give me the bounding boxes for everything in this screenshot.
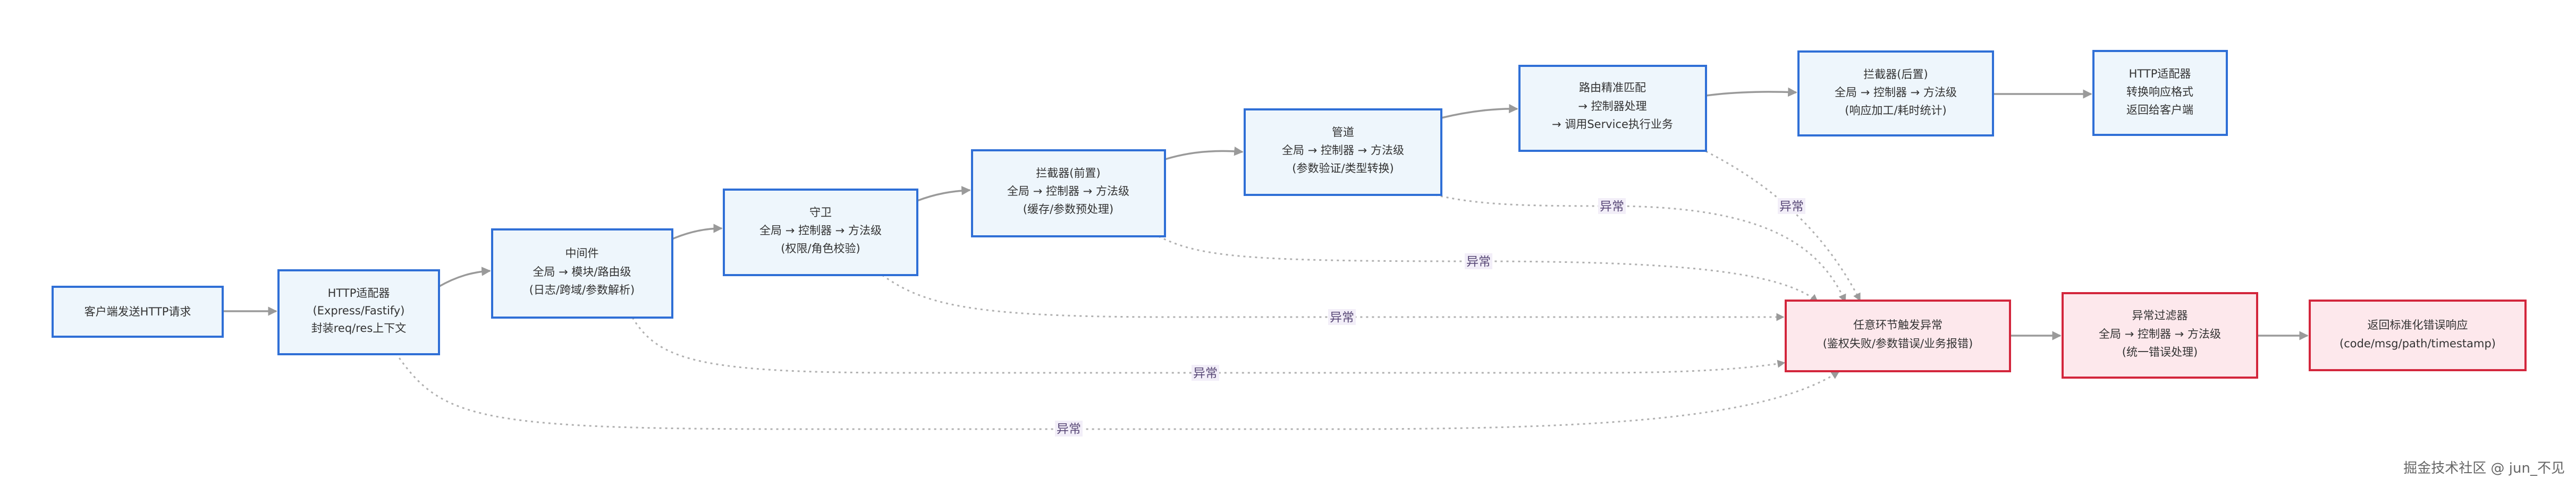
node-guard-line-3: (权限/角色校验) xyxy=(781,242,860,255)
node-interceptor-pre-line-2: 全局 → 控制器 → 方法级 xyxy=(1007,185,1129,198)
error-edge-middleware xyxy=(631,317,1786,374)
edge-pipe-router xyxy=(1441,104,1518,119)
node-http-adapter-out: HTTP适配器 转换响应格式 返回给客户端 xyxy=(2092,50,2228,136)
node-middleware: 中间件 全局 → 模块/路由级 (日志/跨域/参数解析) xyxy=(491,228,673,319)
edge-guard-interceptor xyxy=(917,186,971,202)
node-interceptor-pre-line-1: 拦截器(前置) xyxy=(1036,167,1100,180)
node-exception-line-1: 任意环节触发异常 xyxy=(1853,319,1942,331)
node-http-adapter-out-line-1: HTTP适配器 xyxy=(2129,67,2191,80)
node-error-response: 返回标准化错误响应 (code/msg/path/timestamp) xyxy=(2309,300,2527,371)
node-router-line-1: 路由精准匹配 xyxy=(1579,81,1646,94)
error-edge-router xyxy=(1700,148,1861,302)
node-middleware-line-3: (日志/跨域/参数解析) xyxy=(529,284,635,296)
watermark: 掘金技术社区 @ jun_不见 xyxy=(2403,460,2565,476)
node-pipe-line-2: 全局 → 控制器 → 方法级 xyxy=(1282,144,1404,157)
error-label-interceptor-pre: 异常 xyxy=(1465,253,1492,269)
node-exception-filter: 异常过滤器 全局 → 控制器 → 方法级 (统一错误处理) xyxy=(2062,292,2258,379)
error-label-text: 异常 xyxy=(1193,366,1218,380)
node-client-line-1: 客户端发送HTTP请求 xyxy=(85,305,191,318)
error-label-text: 异常 xyxy=(1057,422,1081,436)
node-error-response-line-1: 返回标准化错误响应 xyxy=(2368,319,2468,331)
node-pipe: 管道 全局 → 控制器 → 方法级 (参数验证/类型转换) xyxy=(1244,108,1442,196)
node-guard-line-1: 守卫 xyxy=(809,206,832,219)
node-router-line-2: → 控制器处理 xyxy=(1578,100,1646,113)
error-label-text: 异常 xyxy=(1330,311,1354,324)
node-error-response-line-2: (code/msg/path/timestamp) xyxy=(2339,337,2496,350)
error-edge-adapter-in xyxy=(395,353,1840,430)
node-http-adapter-out-line-2: 转换响应格式 xyxy=(2126,86,2193,98)
error-label-guard: 异常 xyxy=(1328,309,1356,325)
error-edge-pipe xyxy=(1434,194,1846,303)
edge-interceptor-pipe xyxy=(1164,146,1244,160)
error-label-text: 异常 xyxy=(1779,200,1804,213)
node-guard: 守卫 全局 → 控制器 → 方法级 (权限/角色校验) xyxy=(723,189,918,276)
edge-router-interceptor-post xyxy=(1705,87,1797,97)
node-interceptor-post-line-3: (响应加工/耗时统计) xyxy=(1845,104,1946,117)
node-interceptor-post-line-2: 全局 → 控制器 → 方法级 xyxy=(1835,86,1957,99)
node-http-adapter-in-line-2: (Express/Fastify) xyxy=(313,304,405,317)
node-client: 客户端发送HTTP请求 xyxy=(52,286,224,338)
node-pipe-line-3: (参数验证/类型转换) xyxy=(1292,162,1393,175)
error-label-pipe: 异常 xyxy=(1598,198,1626,214)
node-pipe-line-1: 管道 xyxy=(1332,126,1354,139)
node-interceptor-post-line-1: 拦截器(后置) xyxy=(1863,68,1928,81)
node-http-adapter-in-line-3: 封装req/res上下文 xyxy=(311,322,407,335)
node-exception-filter-line-1: 异常过滤器 xyxy=(2132,309,2188,322)
node-exception-filter-line-2: 全局 → 控制器 → 方法级 xyxy=(2099,328,2221,340)
error-label-router: 异常 xyxy=(1778,198,1805,214)
error-label-text: 异常 xyxy=(1600,200,1624,213)
error-label-adapter-in: 异常 xyxy=(1055,421,1083,437)
node-router-line-3: → 调用Service执行业务 xyxy=(1552,118,1673,131)
node-exception-filter-line-3: (统一错误处理) xyxy=(2122,346,2198,358)
node-guard-line-2: 全局 → 控制器 → 方法级 xyxy=(759,224,882,237)
node-router: 路由精准匹配 → 控制器处理 → 调用Service执行业务 xyxy=(1518,65,1707,152)
edge-middleware-guard xyxy=(672,224,723,240)
error-label-middleware: 异常 xyxy=(1192,365,1219,381)
node-exception: 任意环节触发异常 (鉴权失败/参数错误/业务报错) xyxy=(1785,300,2011,372)
node-http-adapter-in-line-1: HTTP适配器 xyxy=(328,287,390,300)
node-exception-line-2: (鉴权失败/参数错误/业务报错) xyxy=(1823,337,1973,350)
node-http-adapter-in: HTTP适配器 (Express/Fastify) 封装req/res上下文 xyxy=(277,269,440,355)
flow-edges xyxy=(223,87,2309,340)
node-http-adapter-out-line-3: 返回给客户端 xyxy=(2126,104,2193,116)
node-middleware-line-1: 中间件 xyxy=(565,247,599,260)
node-interceptor-pre: 拦截器(前置) 全局 → 控制器 → 方法级 (缓存/参数预处理) xyxy=(971,149,1166,237)
node-interceptor-pre-line-3: (缓存/参数预处理) xyxy=(1023,203,1113,216)
edge-adapter-middleware xyxy=(438,267,491,288)
node-interceptor-post: 拦截器(后置) 全局 → 控制器 → 方法级 (响应加工/耗时统计) xyxy=(1797,50,1994,136)
node-middleware-line-2: 全局 → 模块/路由级 xyxy=(533,266,631,278)
error-edge-labels: 异常 异常 异常 异常 异常 异常 xyxy=(1055,198,1805,437)
error-label-text: 异常 xyxy=(1466,255,1491,269)
